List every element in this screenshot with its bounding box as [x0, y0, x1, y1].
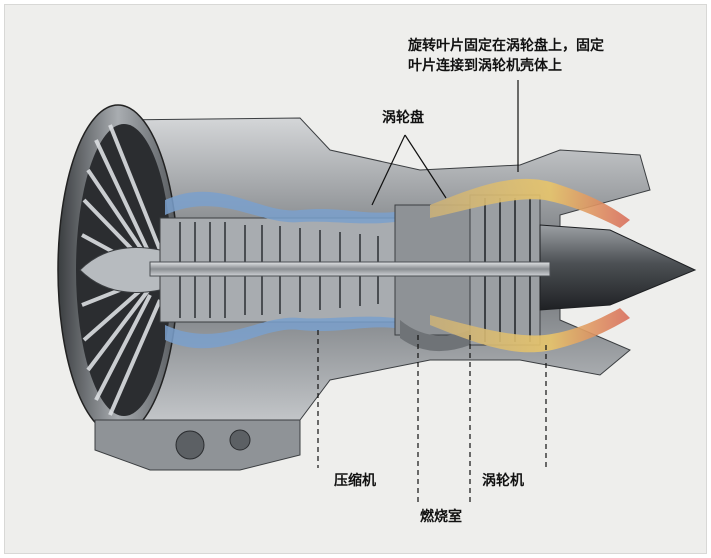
turbine-flow-lower — [430, 308, 630, 353]
compressor-label: 压缩机 — [330, 471, 380, 491]
leader-lines — [371, 80, 519, 206]
engine-body — [57, 104, 697, 471]
turbine-flow-upper — [430, 178, 630, 228]
blades-note-line1: 旋转叶片固定在涡轮盘上，固定 — [404, 36, 608, 56]
section-markers — [317, 330, 547, 505]
blades-note-line2: 叶片连接到涡轮机壳体上 — [404, 56, 566, 76]
compressor-flow-lower — [165, 316, 395, 349]
combustor-label: 燃烧室 — [416, 507, 466, 527]
turbine-disk-label: 涡轮盘 — [378, 108, 428, 128]
main-shaft — [149, 261, 551, 277]
leader-turbine-disk-left — [371, 134, 406, 206]
exhaust-cone — [539, 224, 697, 311]
leader-turbine-disk-right — [404, 134, 447, 199]
turbine-label: 涡轮机 — [478, 471, 528, 491]
compressor-flow-upper — [165, 191, 395, 224]
